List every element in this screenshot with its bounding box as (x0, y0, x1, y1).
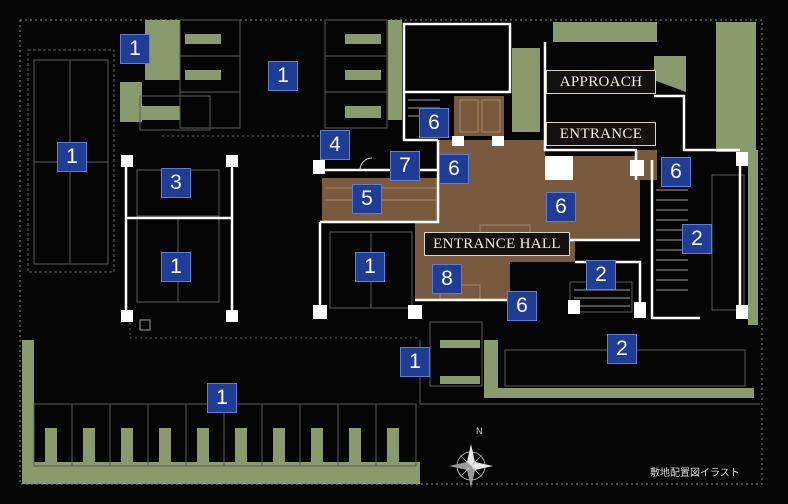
zone-badge[interactable]: 1 (400, 347, 430, 377)
entrance-hall-label: ENTRANCE HALL (424, 232, 570, 256)
zone-badge[interactable]: 7 (390, 151, 420, 181)
emblem-mark (139, 319, 151, 331)
zone-badge[interactable]: 2 (586, 260, 616, 290)
parking-lines (27, 19, 760, 467)
zone-badge[interactable]: 4 (320, 130, 350, 160)
zone-badge[interactable]: 1 (57, 142, 87, 172)
zone-badge[interactable]: 6 (419, 108, 449, 138)
door-swing (359, 157, 373, 171)
zone-badge[interactable]: 6 (661, 157, 691, 187)
approach-label: APPROACH (546, 70, 656, 94)
zone-badge[interactable]: 1 (268, 61, 298, 91)
zone-badge[interactable]: 1 (355, 252, 385, 282)
entrance-label: ENTRANCE (546, 122, 656, 146)
zone-badge[interactable]: 1 (120, 34, 150, 64)
north-label: N (476, 426, 483, 436)
zone-badge[interactable]: 6 (507, 291, 537, 321)
map-caption: 敷地配置図イラスト (650, 468, 740, 479)
zone-badge[interactable]: 2 (682, 224, 712, 254)
zone-badge[interactable]: 1 (207, 383, 237, 413)
columns (121, 136, 748, 322)
zone-badge[interactable]: 6 (439, 154, 469, 184)
zone-badge[interactable]: 2 (607, 334, 637, 364)
zone-badge[interactable]: 8 (432, 264, 462, 294)
zone-badge[interactable]: 5 (352, 184, 382, 214)
zone-badge[interactable]: 6 (546, 192, 576, 222)
green-areas (22, 20, 758, 484)
compass-icon (449, 444, 493, 488)
zone-badge[interactable]: 3 (161, 168, 191, 198)
zone-badge[interactable]: 1 (161, 252, 191, 282)
